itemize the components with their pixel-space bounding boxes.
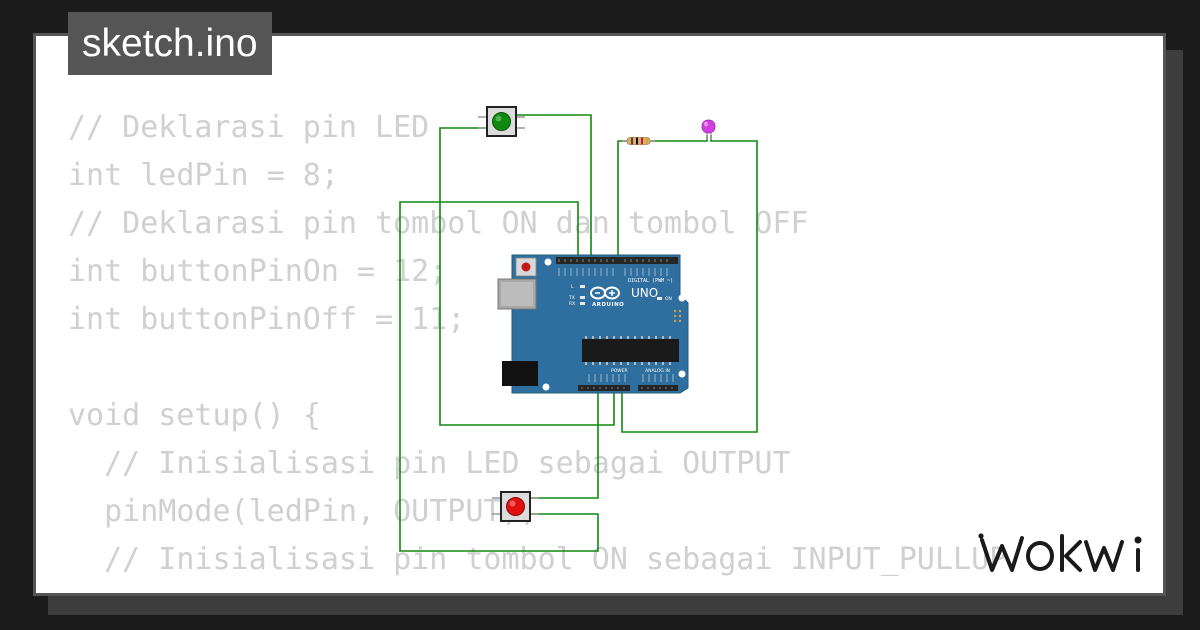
microcontroller-chip — [582, 339, 679, 362]
digital-header — [556, 257, 678, 264]
code-line: int ledPin = 8; — [68, 158, 339, 193]
code-line: // Deklarasi pin tombol ON dan tombol OF… — [68, 206, 809, 241]
wokwi-logo — [978, 533, 1142, 572]
board-brand: ARDUINO — [592, 302, 624, 308]
l-label: L — [571, 284, 574, 290]
analog-label: ANALOG IN — [645, 368, 670, 374]
digital-label: DIGITAL (PWM ~) — [628, 278, 673, 284]
board-model: UNO — [631, 286, 658, 300]
wire-resistor-pin — [617, 140, 627, 260]
power-jack — [502, 361, 538, 386]
code-line: // Deklarasi pin LED — [68, 110, 430, 145]
code-line: int buttonPinOn = 12; — [68, 254, 448, 289]
tx-label: TX — [568, 295, 575, 301]
push-button-green[interactable] — [478, 106, 525, 137]
resistor[interactable] — [622, 137, 655, 145]
power-label: POWER — [611, 368, 628, 374]
push-button-red[interactable] — [492, 491, 539, 522]
reset-button[interactable] — [515, 257, 537, 277]
on-label: ON — [665, 296, 672, 302]
arduino-logo-icon — [590, 286, 620, 300]
code-line: int buttonPinOff = 11; — [68, 302, 466, 337]
wire-button-top-left — [439, 127, 615, 426]
led-purple[interactable] — [701, 119, 716, 140]
wire-resistor-led — [650, 135, 708, 142]
arduino-uno-board[interactable]: DIGITAL (PWM ~) UNO ARDUINO L TX RX ON P… — [497, 254, 689, 394]
file-name-tab[interactable]: sketch.ino — [68, 12, 272, 75]
rx-label: RX — [569, 301, 575, 307]
wire-button-top-right — [517, 114, 592, 260]
wire-button-bottom-right — [531, 392, 599, 499]
analog-header — [638, 385, 678, 391]
code-line: // Inisialisasi pin LED sebagai OUTPUT — [68, 446, 791, 481]
code-line: void setup() { — [68, 398, 321, 433]
wire-button-bottom-left — [399, 201, 599, 552]
code-line: pinMode(buttonPinOn, INPUT_PULLUP); — [68, 584, 1007, 593]
power-header — [578, 385, 630, 391]
